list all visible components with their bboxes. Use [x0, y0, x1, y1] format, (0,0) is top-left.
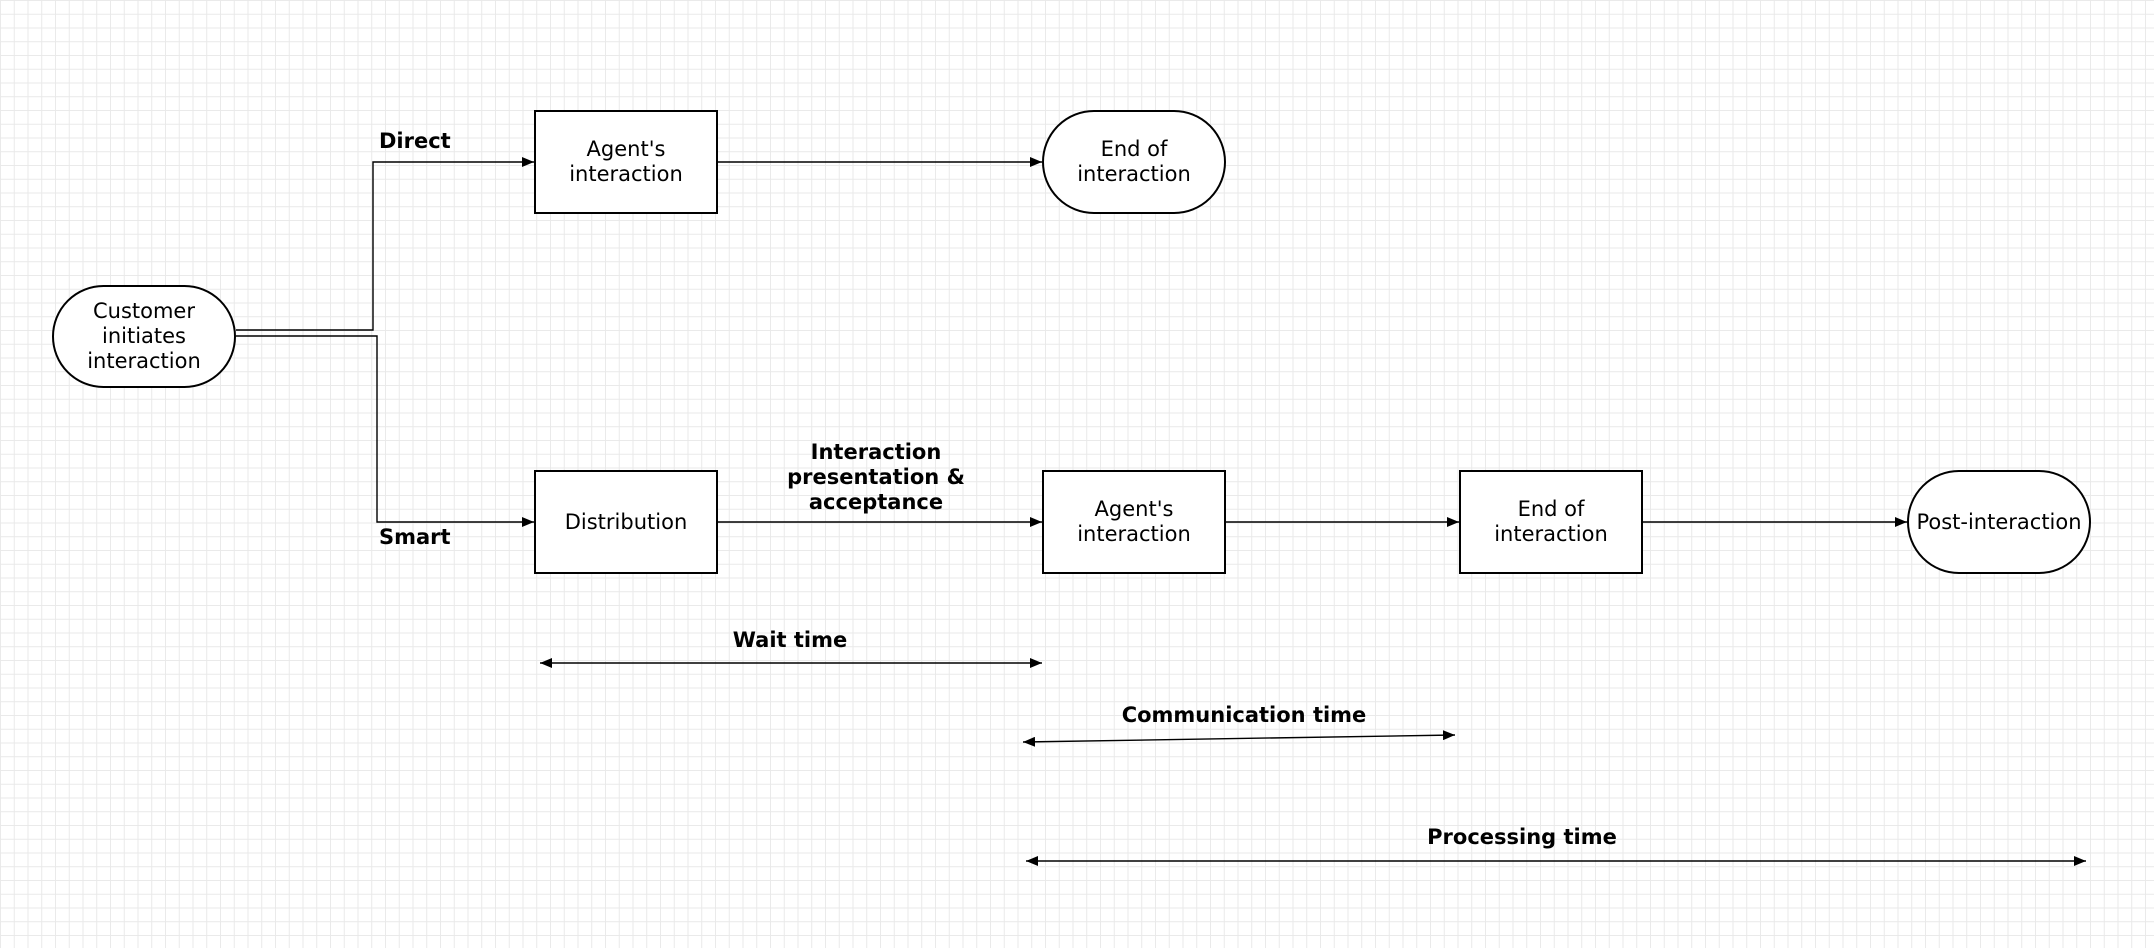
- presentation-acceptance-label: Interaction presentation & acceptance: [787, 440, 965, 514]
- communication-time-label: Communication time: [1121, 703, 1367, 727]
- processing-time-label: Processing time: [1427, 825, 1617, 849]
- wait-time-label: Wait time: [732, 628, 848, 652]
- smart-end-of-interaction-node[interactable]: End of interaction: [1459, 470, 1643, 574]
- communication-time-span-arrow: [1022, 730, 1456, 747]
- direct-branch-connector: [236, 157, 534, 331]
- direct-agent-interaction-node[interactable]: Agent's interaction: [534, 110, 718, 214]
- smart-branch-label: Smart: [379, 525, 451, 549]
- direct-branch-label: Direct: [379, 129, 451, 153]
- direct-end-of-interaction-node[interactable]: End of interaction: [1042, 110, 1226, 214]
- customer-start-node[interactable]: Customer initiates interaction: [52, 285, 236, 388]
- distribution-node[interactable]: Distribution: [534, 470, 718, 574]
- post-interaction-node[interactable]: Post-interaction: [1907, 470, 2091, 574]
- smart-branch-connector: [236, 335, 534, 527]
- smart-agent-interaction-node[interactable]: Agent's interaction: [1042, 470, 1226, 574]
